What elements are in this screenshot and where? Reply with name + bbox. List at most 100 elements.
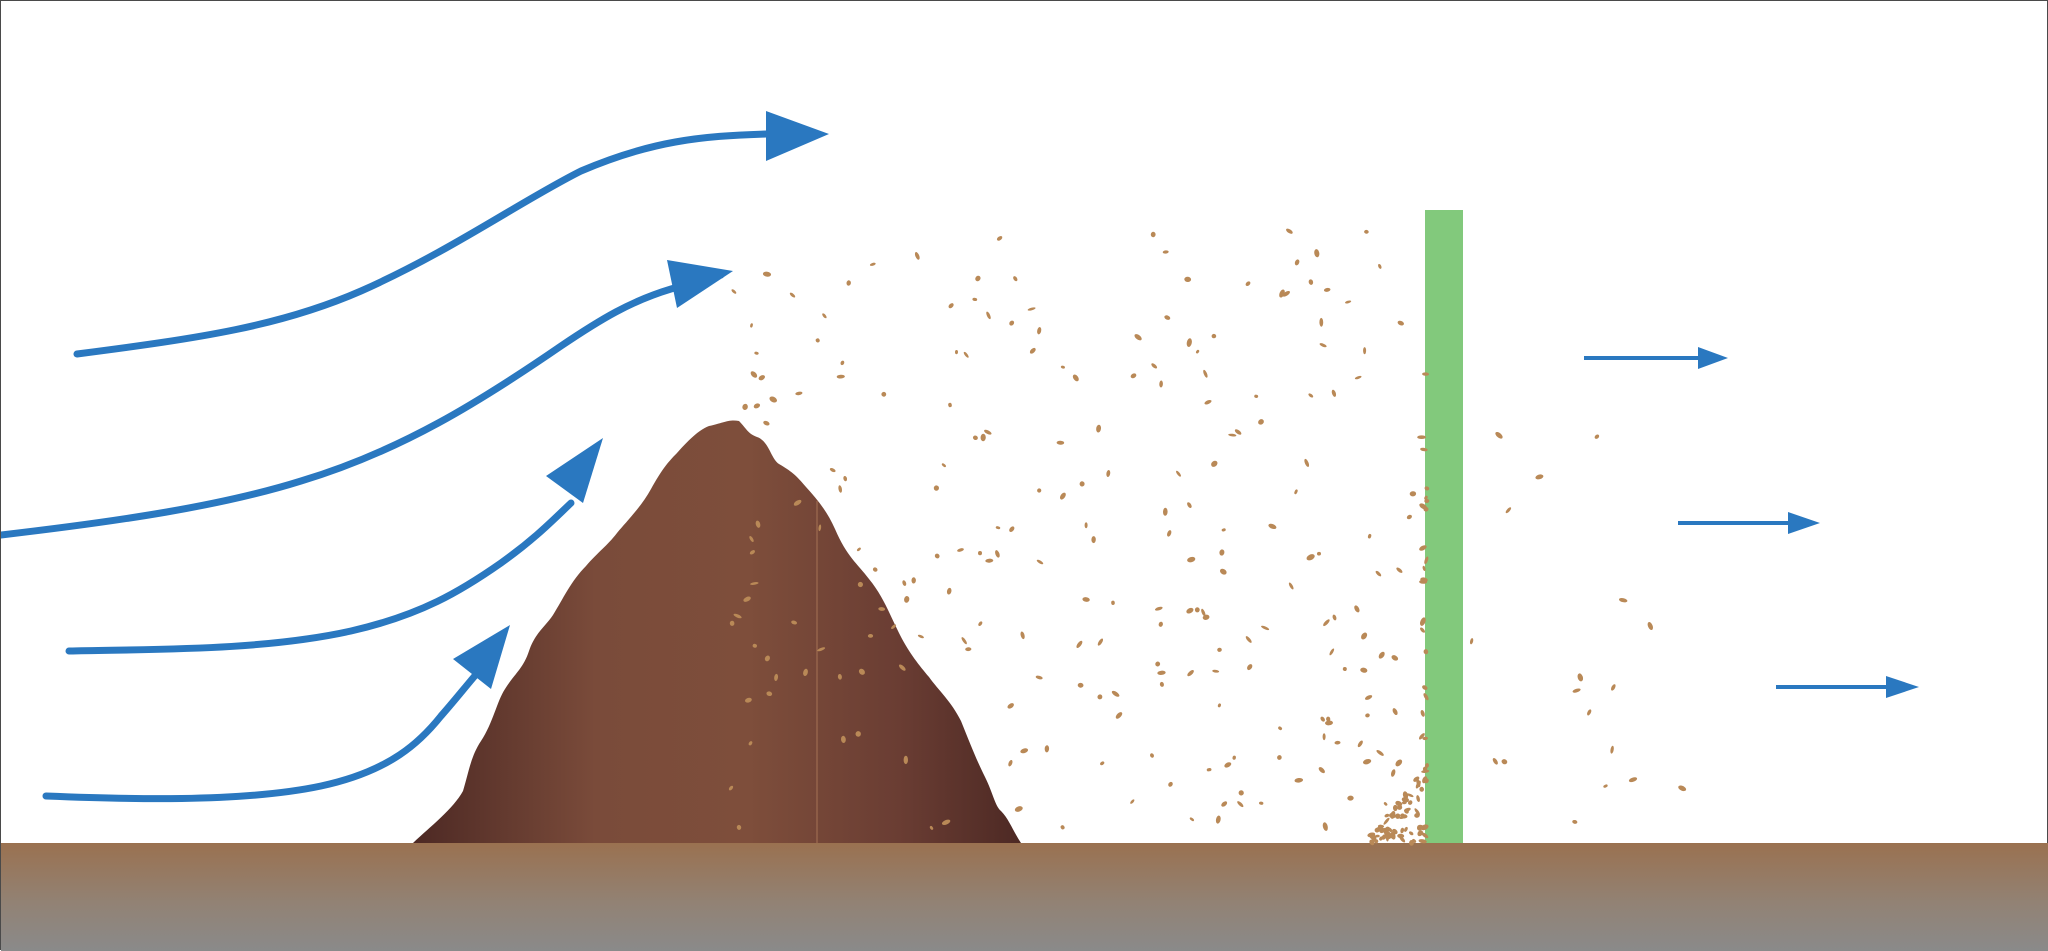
sand-grain	[1367, 533, 1372, 539]
sand-grain	[1396, 567, 1403, 573]
sand-grain	[1594, 434, 1600, 439]
sand-grain	[1060, 365, 1065, 369]
sand-grain	[898, 664, 906, 671]
sand-grain	[1130, 799, 1135, 804]
sand-grain	[1079, 481, 1085, 487]
sand-grain	[1354, 605, 1360, 613]
sand-grain	[1422, 565, 1426, 572]
sand-grain	[1422, 685, 1428, 690]
sand-grain	[1158, 621, 1163, 627]
sand-grain	[731, 289, 737, 294]
sand-grain	[1572, 688, 1581, 693]
sand-grain	[1221, 801, 1228, 807]
sand-grain	[1364, 695, 1373, 700]
sand-grain	[791, 620, 798, 625]
sand-grain	[764, 655, 770, 662]
sand-grain	[1329, 648, 1335, 656]
sand-grain	[1370, 835, 1376, 839]
sand-grain	[1376, 749, 1384, 756]
sand-grain	[1076, 640, 1083, 649]
sand-grain	[758, 375, 765, 381]
sand-grain	[1363, 759, 1372, 765]
sand-grain	[1008, 759, 1013, 767]
sand-grain	[1111, 690, 1120, 697]
sand-grain	[1319, 343, 1327, 348]
sand-grain	[1037, 488, 1042, 493]
sand-grain	[1400, 827, 1405, 834]
sand-grain	[822, 313, 827, 319]
sand-grain	[1134, 334, 1142, 341]
sand-grain	[995, 550, 1000, 558]
sand-grain	[867, 633, 874, 638]
sand-grain	[1150, 231, 1156, 238]
sand-grain	[933, 485, 940, 491]
sand-grain	[1422, 776, 1428, 784]
sand-grain	[1412, 838, 1417, 843]
sand-grain	[1097, 638, 1104, 646]
sand-grain	[1009, 526, 1015, 532]
sand-grain	[840, 360, 845, 366]
sand-grain	[1082, 597, 1090, 602]
sand-grain	[744, 697, 752, 703]
sand-grain	[1203, 369, 1208, 378]
sand-grain	[881, 391, 887, 397]
sand-grain	[1416, 825, 1422, 831]
sand-grain	[1294, 777, 1304, 783]
wind-fence	[1425, 210, 1463, 843]
sand-grain	[748, 741, 753, 746]
sand-grain	[972, 435, 978, 441]
sand-grain	[1157, 670, 1166, 675]
sand-grain	[793, 499, 802, 506]
sand-grain	[1425, 763, 1429, 768]
sand-grain	[1418, 733, 1425, 740]
sand-grain	[1097, 694, 1103, 700]
sand-grain	[750, 323, 753, 328]
sand-grain	[965, 647, 972, 652]
sand-grain	[957, 548, 964, 552]
sand-grain	[1187, 670, 1194, 677]
sand-grain	[1384, 831, 1391, 835]
sand-grain	[1409, 491, 1417, 497]
sand-grain	[1495, 431, 1503, 439]
sand-grain	[1610, 745, 1614, 754]
sand-grain	[1211, 460, 1218, 467]
sand-grain	[1407, 800, 1413, 805]
sand-grain	[1217, 703, 1221, 708]
sand-grain	[1084, 522, 1088, 529]
sand-grain	[1369, 839, 1375, 846]
sand-grain	[1417, 435, 1426, 440]
sand-grain	[1404, 808, 1409, 814]
sand-grain	[755, 520, 761, 528]
sand-grain	[1376, 825, 1383, 832]
sand-grain	[1176, 470, 1181, 477]
sand-grain	[1186, 607, 1194, 614]
sand-grain	[1245, 281, 1251, 286]
sand-grain	[1059, 492, 1066, 500]
sand-grain	[729, 620, 735, 626]
sand-grain	[934, 553, 940, 559]
sand-grain	[1424, 498, 1430, 504]
sand-grain	[1395, 800, 1403, 807]
sand-grain	[749, 536, 754, 542]
sand-grain	[878, 607, 886, 611]
sand-grain	[1020, 748, 1029, 754]
sand-grain	[1294, 259, 1300, 266]
sand-grain	[1150, 753, 1154, 758]
incoming-wind-arrowheads	[453, 111, 829, 689]
sand-grain	[1395, 759, 1403, 767]
sand-grain	[1259, 801, 1264, 805]
sand-grain	[774, 673, 779, 681]
sand-grain	[1077, 682, 1084, 688]
sand-grain	[1395, 813, 1401, 819]
sand-grain	[817, 647, 826, 652]
sand-grain	[836, 374, 845, 379]
sand-grain	[1325, 720, 1333, 726]
sand-grain	[1360, 667, 1368, 673]
sand-grain	[1247, 664, 1253, 671]
sand-grain	[846, 280, 851, 286]
sand-grain	[1402, 791, 1409, 800]
sand-grain	[1106, 470, 1111, 477]
sand-grain	[1390, 811, 1396, 816]
sand-grain	[1390, 831, 1396, 840]
ground	[1, 843, 2048, 951]
